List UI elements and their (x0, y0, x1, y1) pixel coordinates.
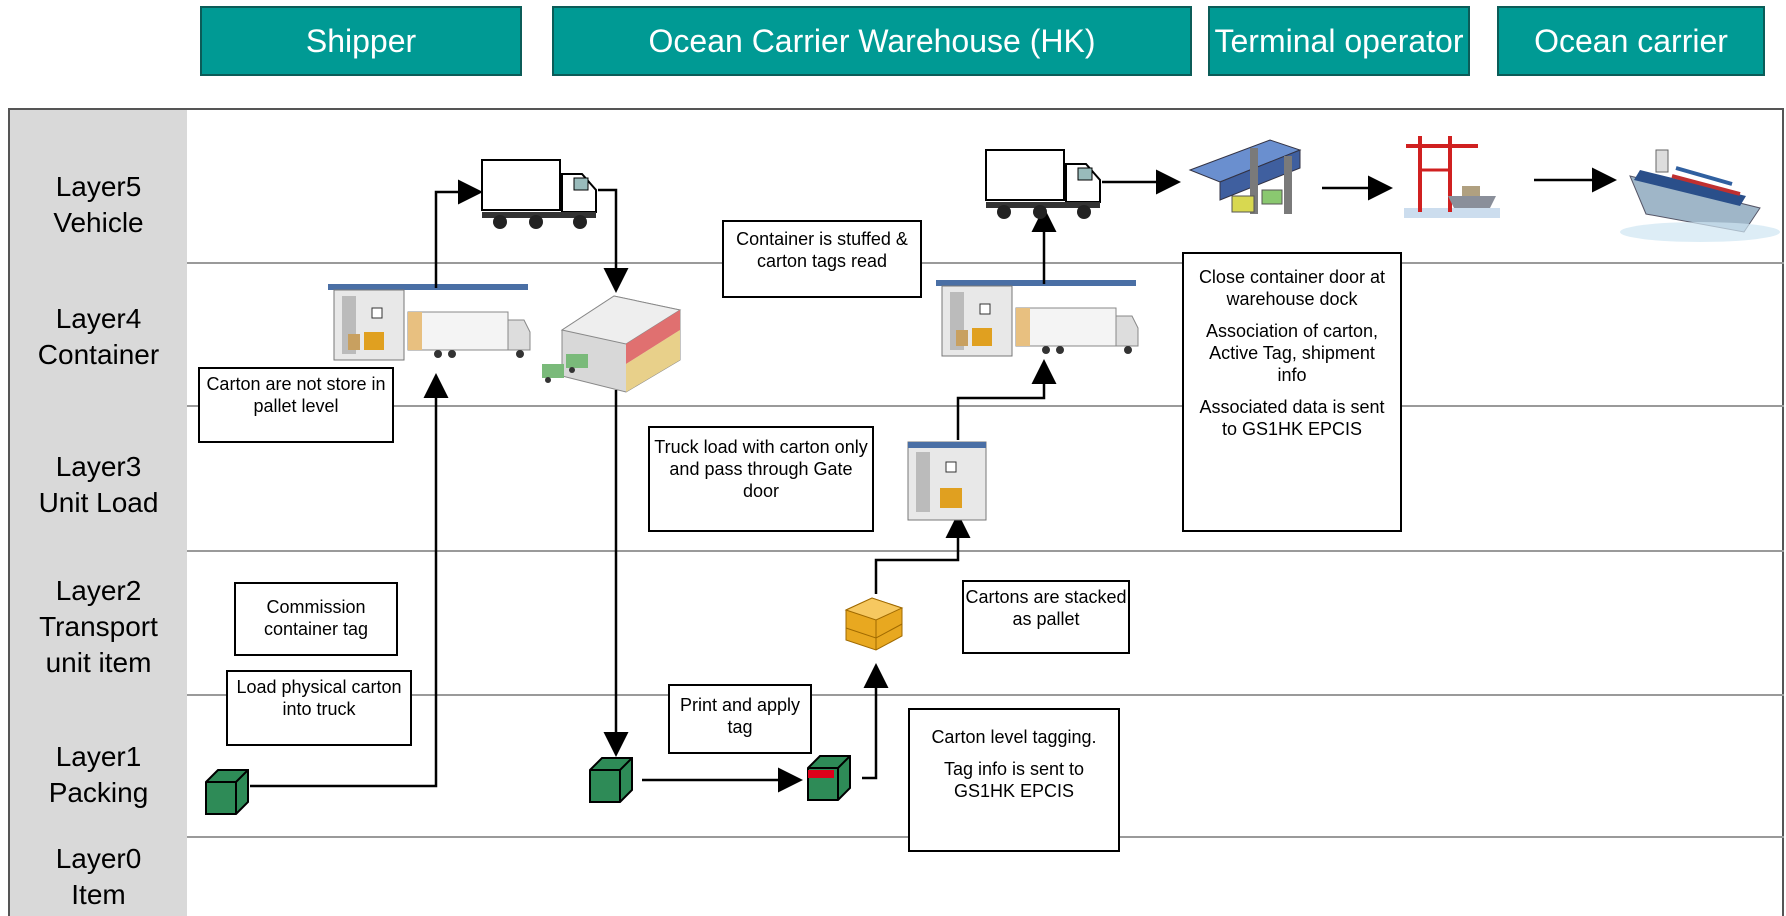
layer2-name: Layer2 (55, 575, 142, 606)
header-shipper-label: Shipper (305, 22, 417, 59)
layer3-name: Layer3 (55, 451, 142, 482)
unit-load-dock-icon (907, 441, 987, 521)
header-terminal-label: Terminal operator (1214, 22, 1464, 59)
header-warehouse-label: Ocean Carrier Warehouse (HK) (648, 22, 1096, 59)
note-close-container-line1: Close container door at warehouse dock (1198, 267, 1386, 309)
truck-icon (985, 149, 1101, 220)
header-terminal: Terminal operator (1208, 6, 1470, 76)
note-load-physical-text: Load physical carton into truck (236, 677, 402, 719)
header-carrier: Ocean carrier (1497, 6, 1765, 76)
port-crane-icon (1404, 136, 1500, 218)
layer2-sub2: unit item (45, 647, 152, 678)
layer0-label: Layer0 Item (10, 838, 187, 916)
header-shipper: Shipper (200, 6, 522, 76)
layer5-name: Layer5 (55, 171, 142, 202)
layer5-label: Layer5 Vehicle (10, 150, 187, 260)
lane-divider (187, 694, 1784, 696)
layer4-sub: Container (37, 339, 160, 370)
lane-divider (187, 262, 1784, 264)
note-commission-tag: Commission container tag (234, 582, 398, 656)
layer3-sub: Unit Load (38, 487, 159, 518)
note-print-apply-text: Print and apply tag (679, 695, 801, 737)
layer1-sub: Packing (48, 777, 149, 808)
swimlane-frame (8, 108, 1784, 916)
layer5-sub: Vehicle (53, 207, 144, 238)
note-close-container: Close container door at warehouse dock A… (1182, 252, 1402, 532)
truck-icon (481, 159, 597, 230)
carton-icon (205, 769, 249, 815)
header-carrier-label: Ocean carrier (1534, 22, 1728, 59)
layer4-label: Layer4 Container (10, 282, 187, 392)
flow-arrow (862, 663, 889, 780)
note-carton-tagging: Carton level tagging. Tag info is sent t… (908, 708, 1120, 852)
note-truck-load: Truck load with carton only and pass thr… (648, 426, 874, 532)
note-close-container-line2: Association of carton, Active Tag, shipm… (1205, 321, 1379, 385)
carton-icon (589, 757, 633, 803)
container-ship-icon (1620, 149, 1780, 242)
layer2-label: Layer2 Transport unit item (10, 562, 187, 692)
note-carton-not-stored: Carton are not store in pallet level (198, 367, 394, 443)
layer0-name: Layer0 (55, 843, 142, 874)
header-warehouse: Ocean Carrier Warehouse (HK) (552, 6, 1192, 76)
layer3-label: Layer3 Unit Load (10, 430, 187, 540)
loading-dock-icon (935, 279, 1139, 357)
note-close-container-line3: Associated data is sent to GS1HK EPCIS (1199, 397, 1385, 439)
note-cartons-stacked-text: Cartons are stacked as pallet (965, 587, 1127, 629)
flow-arrow (434, 179, 483, 288)
layer1-name: Layer1 (55, 741, 142, 772)
note-carton-tagging-line1: Carton level tagging. (931, 727, 1097, 747)
lane-divider (187, 405, 1784, 407)
flow-arrow (956, 359, 1057, 440)
note-truck-load-text: Truck load with carton only and pass thr… (654, 437, 868, 501)
note-container-stuffed-text: Container is stuffed & carton tags read (736, 229, 908, 271)
note-commission-tag-text: Commission container tag (263, 597, 369, 639)
note-container-stuffed: Container is stuffed & carton tags read (722, 220, 922, 298)
flow-arrow (250, 373, 449, 788)
note-load-physical: Load physical carton into truck (226, 670, 412, 746)
layer0-sub: Item (71, 879, 126, 910)
flow-arrow (598, 188, 629, 293)
layer-label-column (10, 110, 187, 916)
flow-arrow (874, 513, 971, 594)
lane-divider (187, 550, 1784, 552)
note-print-apply: Print and apply tag (668, 684, 812, 754)
loading-dock-icon (327, 283, 531, 361)
note-cartons-stacked: Cartons are stacked as pallet (962, 580, 1130, 654)
pallet-icon (844, 597, 904, 651)
note-carton-tagging-line2: Tag info is sent to GS1HK EPCIS (943, 759, 1085, 801)
layer2-sub1: Transport (39, 611, 158, 642)
tagged-carton-icon (807, 755, 851, 801)
warehouse-icon (542, 295, 682, 393)
layer4-name: Layer4 (55, 303, 142, 334)
terminal-gate-icon (1188, 139, 1302, 214)
note-carton-not-stored-text: Carton are not store in pallet level (206, 374, 386, 416)
layer1-label: Layer1 Packing (10, 720, 187, 830)
